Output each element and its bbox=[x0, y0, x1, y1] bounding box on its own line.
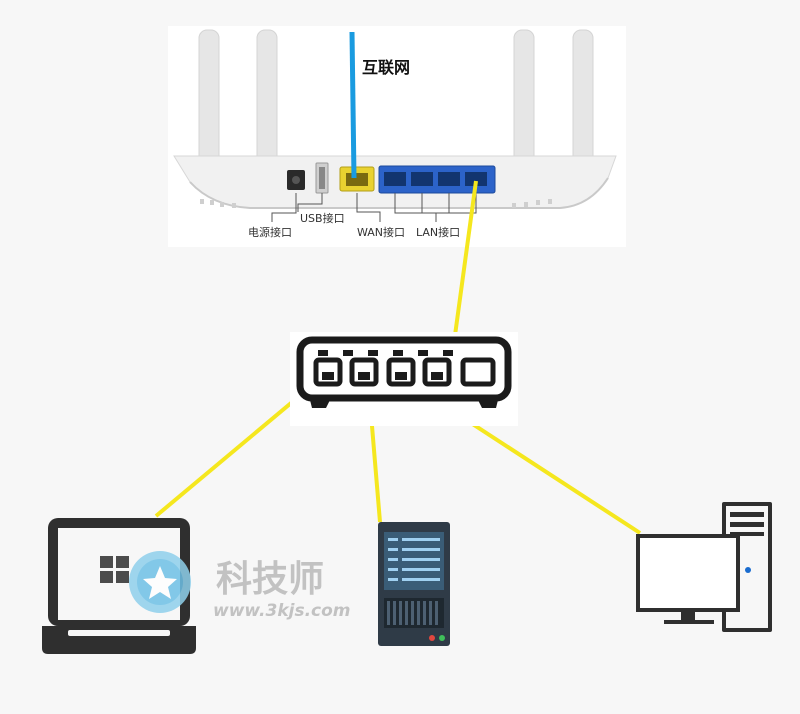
port-label-brackets bbox=[271, 193, 477, 222]
router-antennas bbox=[198, 29, 594, 193]
internet-cable bbox=[349, 31, 357, 179]
power-port-label: 电源接口 bbox=[248, 225, 292, 239]
watermark-logo bbox=[100, 551, 191, 613]
desktop-computer-icon bbox=[636, 502, 772, 632]
wan-port-label: WAN接口 bbox=[357, 226, 405, 239]
router-photo-background bbox=[168, 26, 626, 247]
watermark-name: 科技师 bbox=[216, 559, 324, 600]
usb-port-label: USB接口 bbox=[300, 212, 345, 225]
lan-port-label: LAN接口 bbox=[416, 226, 460, 239]
watermark-url: www.3kjs.com bbox=[213, 601, 351, 621]
internet-label: 互联网 bbox=[362, 58, 410, 77]
lan-ports bbox=[378, 165, 496, 194]
server-icon bbox=[378, 522, 450, 646]
network-switch bbox=[296, 336, 512, 408]
router-vents bbox=[200, 199, 552, 208]
